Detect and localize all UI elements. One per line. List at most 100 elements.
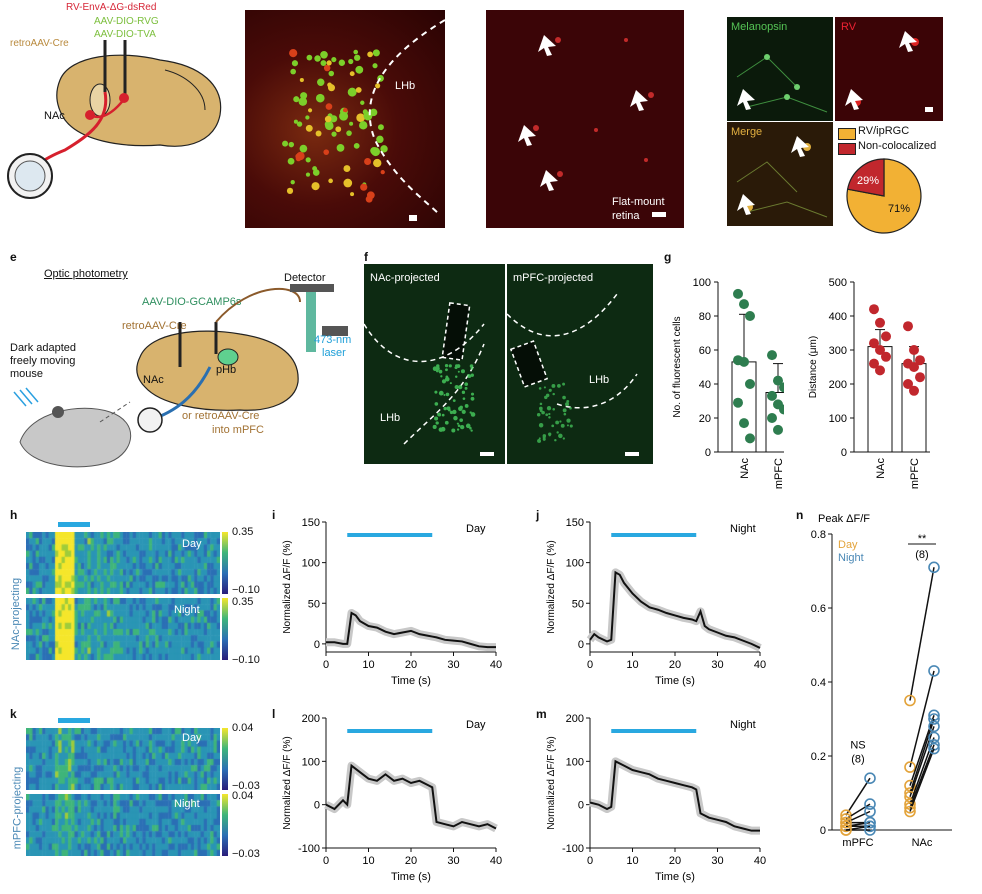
fluor-dot xyxy=(454,384,459,390)
x-tick-label: 20 xyxy=(405,659,417,671)
fluor-dot xyxy=(462,397,466,400)
cell-dot xyxy=(353,49,359,55)
cell-dot xyxy=(312,169,320,176)
retina-label-2: retina xyxy=(612,210,640,222)
data-point xyxy=(903,379,913,389)
cell-dot xyxy=(348,58,354,65)
night-point xyxy=(928,665,940,677)
y-tick-label: 300 xyxy=(829,345,847,357)
merge-label: Merge xyxy=(731,126,763,138)
cell-dot xyxy=(339,111,349,121)
cell-dot xyxy=(325,103,333,110)
legend-swatch-noncoloc xyxy=(838,143,856,155)
y-tick-label: 100 xyxy=(302,756,320,768)
y-tick-label: 150 xyxy=(566,517,584,529)
y-tick-label: 100 xyxy=(566,558,584,570)
cell-dot xyxy=(315,93,325,103)
y-tick-label: 0 xyxy=(314,800,320,812)
fluor-dot xyxy=(470,373,474,377)
heatmap-h-night xyxy=(26,598,220,660)
detector-label: Detector xyxy=(284,272,326,284)
fluor-dot xyxy=(562,408,567,413)
cell-dot xyxy=(343,165,351,172)
heatmap-h-day xyxy=(26,532,220,594)
panel-letter-n: n xyxy=(796,508,804,522)
rv-cells xyxy=(845,31,933,112)
data-point xyxy=(745,433,755,444)
y-tick-label: 100 xyxy=(302,558,320,570)
rv-label: RV xyxy=(841,21,857,33)
data-point xyxy=(733,288,743,299)
x-tick-label: 10 xyxy=(626,855,638,867)
fluor-dot xyxy=(452,409,457,415)
data-point xyxy=(903,321,913,332)
nac-label-e: NAc xyxy=(143,374,164,386)
pie-legend: RV/ipRGC Non-colocalized 29% 71% xyxy=(838,124,978,234)
fluor-dot xyxy=(456,422,459,425)
day-point xyxy=(840,813,852,825)
mpfc-projected-image xyxy=(507,293,639,456)
mouse-label-2: freely moving xyxy=(10,355,76,367)
y-axis-label: Normalized ΔF/F (%) xyxy=(282,540,293,633)
y-tick-label: -100 xyxy=(562,843,584,855)
night-point xyxy=(928,713,940,725)
cell-dot xyxy=(372,63,378,69)
fluor-dot xyxy=(445,368,448,372)
y-tick-label: 200 xyxy=(302,713,320,725)
fluor-dot xyxy=(441,379,447,384)
x-tick-label: NAc xyxy=(875,458,887,479)
fluor-dot xyxy=(435,421,439,425)
data-point xyxy=(909,345,919,355)
panel-e: Optic photometry AAV-DIO-GCAMP6s retroAA… xyxy=(0,262,360,477)
cell-dot xyxy=(291,60,299,67)
colorbar-k-night xyxy=(222,794,228,856)
data-point xyxy=(739,299,749,310)
fluor-dot xyxy=(545,413,549,417)
data-point xyxy=(767,413,777,423)
phb-label: pHb xyxy=(216,364,237,376)
mean-trace xyxy=(325,763,497,830)
fluor-dot xyxy=(470,429,473,432)
y-axis-label: Distance (μm) xyxy=(808,336,819,398)
data-point xyxy=(739,356,749,367)
fluor-dot xyxy=(460,424,465,430)
condition-label: Day xyxy=(466,719,486,731)
micrograph-mpfc-projected: mPFC-projected LHb xyxy=(507,264,653,464)
y-tick-label: 50 xyxy=(308,598,320,610)
fluor-dot xyxy=(461,390,466,394)
y-tick-label: 150 xyxy=(302,517,320,529)
data-point xyxy=(875,365,885,376)
y-tick-label: 200 xyxy=(566,713,584,725)
heatmap-k-night xyxy=(26,794,220,856)
cb-k-2: −0.03 xyxy=(232,780,260,792)
fluor-dot xyxy=(541,410,545,415)
fluor-dot xyxy=(545,393,550,398)
y-tick-label: -100 xyxy=(298,843,320,855)
laser-label-2: laser xyxy=(322,347,346,359)
x-tick-label: 10 xyxy=(626,659,638,671)
x-tick-label: 30 xyxy=(711,855,723,867)
panel-letter-i: i xyxy=(272,508,276,522)
night-point xyxy=(864,816,876,829)
x-axis-label: Time (s) xyxy=(391,871,431,883)
x-tick-label: 30 xyxy=(711,659,723,671)
cell-dot xyxy=(360,100,365,105)
fluor-dot xyxy=(469,426,472,430)
x-axis-label: Time (s) xyxy=(655,675,695,687)
fluor-dot xyxy=(434,402,439,406)
fluor-dot xyxy=(458,406,463,412)
x-tick-label: mPFC xyxy=(773,458,784,489)
pair-line xyxy=(845,777,871,816)
cell-dot xyxy=(306,54,313,61)
panel-letter-m: m xyxy=(536,707,547,721)
fluor-dot xyxy=(434,390,438,394)
data-point xyxy=(869,304,879,315)
fluor-dot xyxy=(464,404,469,408)
y-tick-label: 0.8 xyxy=(811,529,826,541)
cell-dot xyxy=(293,119,298,124)
mean-trace xyxy=(589,570,761,649)
y-tick-label: 400 xyxy=(829,311,847,323)
